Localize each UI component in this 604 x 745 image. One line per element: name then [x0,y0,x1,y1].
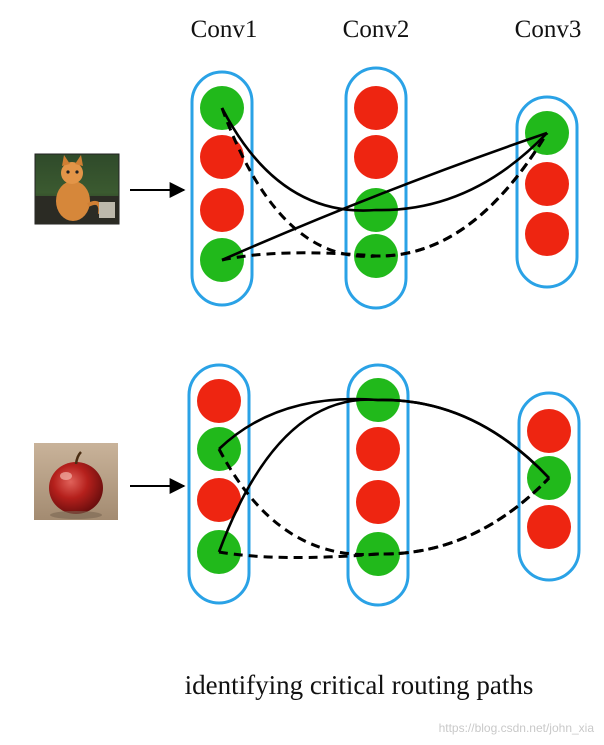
cat-photo-icon [34,153,120,225]
solid-routing-path-1 [217,398,550,553]
node-conv3-2-inactive [525,212,569,256]
column-conv2 [344,66,408,310]
caption: identifying critical routing paths [185,670,534,700]
column-conv3 [515,95,579,289]
solid-routing-path-1 [221,131,548,262]
solid-routing-path-0 [220,107,548,212]
node-conv2-2-inactive [356,480,400,524]
watermark: https://blog.csdn.net/john_xia [439,721,595,735]
node-conv3-2-inactive [527,505,571,549]
dashed-routing-path-1 [221,132,549,262]
node-conv1-2-inactive [197,478,241,522]
column-conv3 [517,391,581,582]
node-conv2-1-inactive [356,427,400,471]
layer-label-conv1: Conv1 [191,16,258,43]
column-conv1 [190,70,254,307]
panel-apple [187,363,581,607]
node-conv1-1-inactive [200,135,244,179]
layer-label-conv2: Conv2 [343,16,410,43]
apple-photo-icon [34,443,118,520]
panel-cat [190,66,579,310]
node-conv1-0-inactive [197,379,241,423]
node-conv1-2-inactive [200,188,244,232]
dashed-routing-path-0 [220,107,549,258]
node-conv3-0-inactive [527,409,571,453]
layer-label-conv3: Conv3 [515,16,582,43]
node-conv3-1-inactive [525,162,569,206]
node-conv2-1-inactive [354,135,398,179]
node-conv2-0-inactive [354,86,398,130]
column-conv2 [346,363,410,607]
dashed-routing-path-1 [218,476,551,560]
